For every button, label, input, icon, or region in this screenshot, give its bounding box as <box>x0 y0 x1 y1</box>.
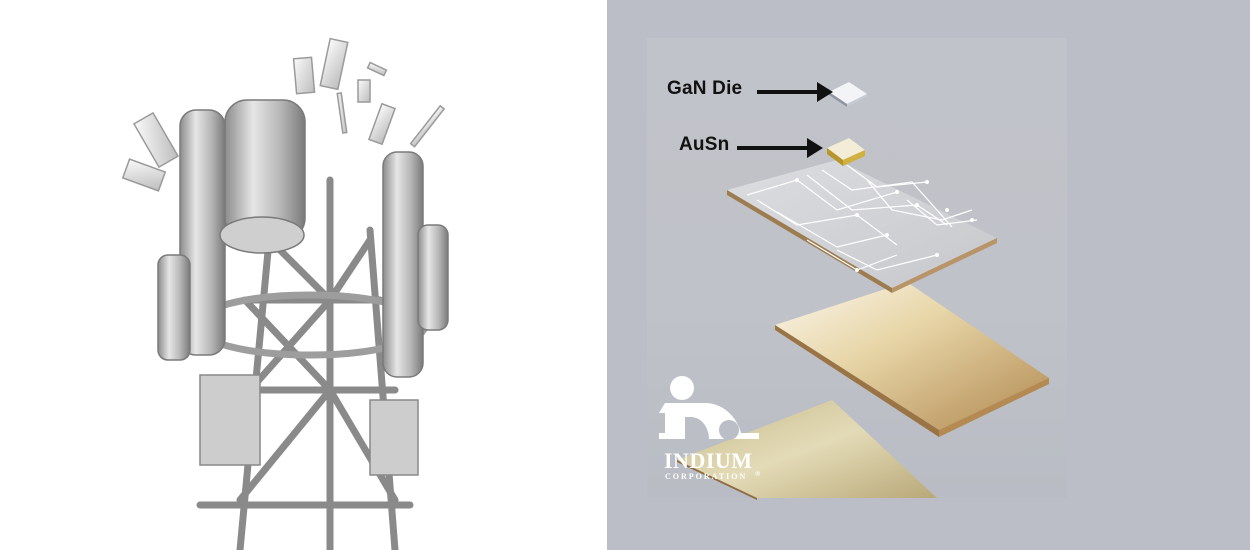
indium-logo-subtitle: CORPORATION <box>665 472 748 481</box>
flying-antenna-panels <box>121 37 446 192</box>
circuit-substrate-layer <box>727 160 997 293</box>
gold-plate-layer <box>775 282 1049 437</box>
layer-stack-illustration <box>659 82 1049 500</box>
gan-die-arrow-icon <box>757 82 833 102</box>
gold-base-layer <box>677 400 937 500</box>
circuit-pads <box>795 178 974 272</box>
indium-diagram-panel: GaN Die AuSn INDIUM CORPORATION ® <box>607 0 1250 550</box>
gan-die <box>829 82 867 107</box>
ausn-preform <box>827 138 865 166</box>
circuit-traces <box>746 164 978 271</box>
registered-mark: ® <box>755 470 761 478</box>
cell-tower-image <box>0 0 607 550</box>
ausn-arrow-icon <box>737 138 823 158</box>
antenna-columns <box>157 99 449 378</box>
cell-tower-illustration <box>121 37 449 550</box>
indium-logo-mark <box>659 376 759 440</box>
ausn-label: AuSn <box>679 134 730 155</box>
gan-die-label: GaN Die <box>667 78 743 99</box>
radio-units <box>199 374 419 476</box>
indium-logo-name: INDIUM <box>664 448 753 473</box>
